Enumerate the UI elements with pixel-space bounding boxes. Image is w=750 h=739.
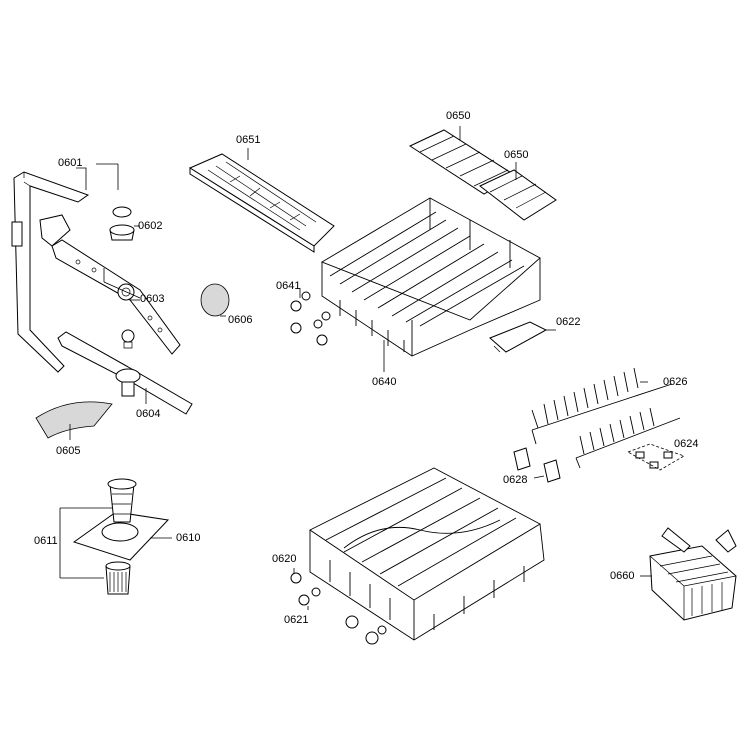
part-label-0611: 0611 [34, 535, 58, 547]
part-label-0650-lower: 0650 [504, 149, 529, 161]
upper-wheels-drawing [290, 291, 331, 346]
part-label-0651: 0651 [236, 134, 261, 146]
folding-tines-drawing [531, 367, 681, 469]
part-label-0626: 0626 [663, 376, 688, 388]
upper-basket-drawing [320, 197, 541, 357]
lower-basket-drawing [309, 467, 545, 641]
part-label-0622: 0622 [556, 316, 581, 328]
filter-disc-drawing [200, 283, 230, 317]
part-label-0605: 0605 [56, 445, 81, 457]
leader-0628 [533, 475, 545, 479]
part-label-0641: 0641 [276, 280, 301, 292]
feed-tube-drawing [11, 171, 90, 373]
lower-spray-arm-drawing [57, 329, 193, 415]
part-label-0606: 0606 [228, 314, 253, 326]
part-label-0650-top: 0650 [446, 110, 471, 122]
part-label-0610: 0610 [176, 532, 201, 544]
rack-insert-2-drawing [479, 169, 557, 221]
part-label-0603: 0603 [140, 293, 165, 305]
lower-wheels-drawing [290, 572, 387, 645]
sump-filter-drawing [72, 478, 170, 595]
tine-holders-drawing [513, 447, 561, 483]
part-label-0602: 0602 [138, 220, 163, 232]
cutlery-basket-drawing [649, 527, 737, 621]
filter-segment-drawing [35, 401, 113, 439]
spray-nut-drawing [109, 206, 135, 241]
leader-lines-left [69, 163, 226, 440]
tine-clips-drawing [627, 443, 685, 471]
part-label-0660: 0660 [610, 570, 635, 582]
part-label-0621: 0621 [284, 614, 309, 626]
part-label-0628: 0628 [503, 474, 528, 486]
part-label-0624: 0624 [674, 438, 699, 450]
leader-lines-sump [59, 507, 172, 579]
part-label-0604: 0604 [136, 408, 161, 420]
rack-adjuster-drawing [489, 321, 548, 353]
part-label-0640: 0640 [372, 376, 397, 388]
part-label-0620: 0620 [272, 553, 297, 565]
part-label-0601: 0601 [58, 157, 83, 169]
cutlery-tray-drawing [188, 153, 335, 253]
